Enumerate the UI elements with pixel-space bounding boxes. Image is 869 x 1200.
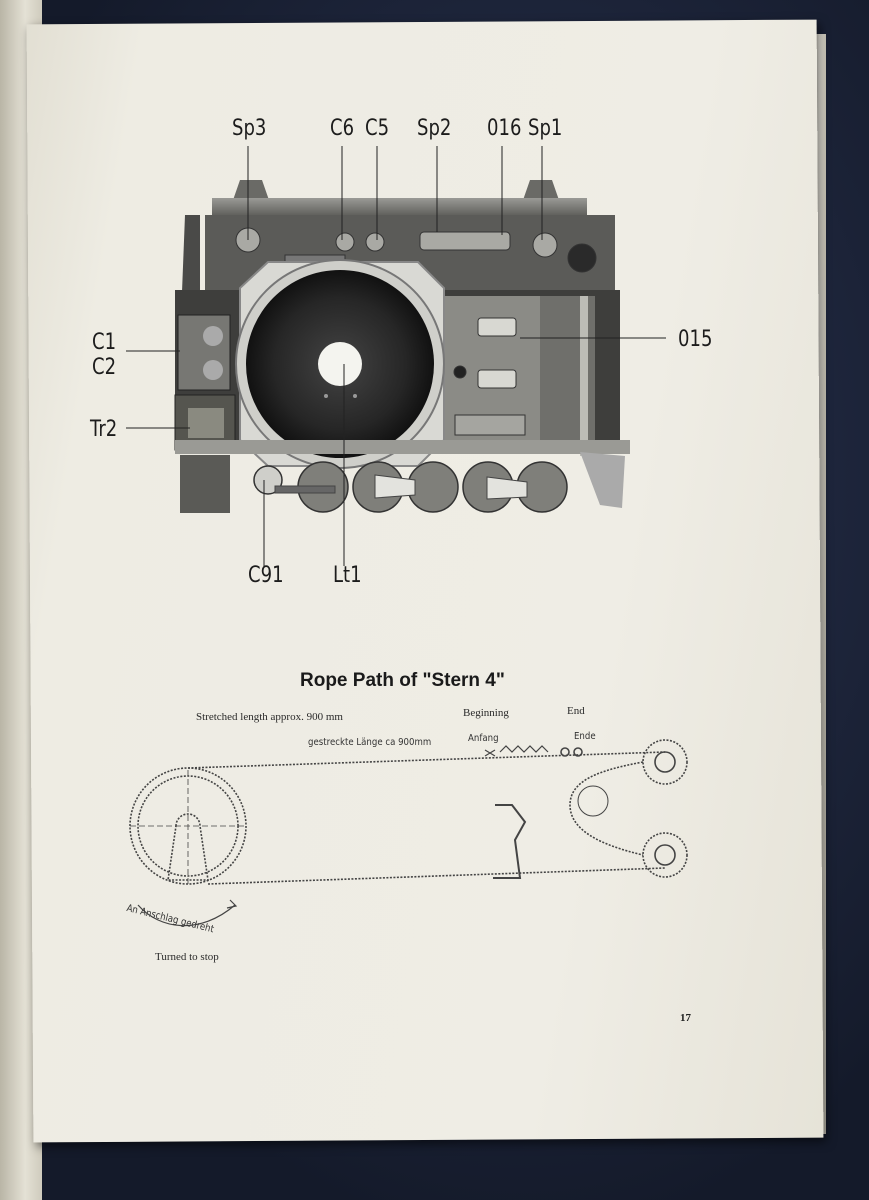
speaker-dustcap <box>318 342 362 386</box>
top-knobs <box>232 180 560 203</box>
label-c5: C5 <box>365 116 390 141</box>
left-lower-box <box>180 455 230 513</box>
beginning-de: Anfang <box>468 733 499 744</box>
label-sp3: Sp3 <box>232 116 267 141</box>
end-de: Ende <box>574 731 596 742</box>
rope-path-diagram <box>129 739 688 927</box>
right-foot <box>580 452 625 508</box>
circuit-components <box>453 317 526 436</box>
top-rail <box>212 198 587 216</box>
label-c91: C91 <box>248 563 284 588</box>
wheel-rods <box>274 474 528 500</box>
label-lt1: Lt1 <box>333 563 362 588</box>
label-c1: C1 <box>92 330 117 355</box>
label-sp1: Sp1 <box>528 116 563 141</box>
capacitor-block <box>177 314 231 391</box>
left-bracket <box>182 215 200 292</box>
stretched-length-en: Stretched length approx. 900 mm <box>196 711 343 723</box>
beginning-en: Beginning <box>463 707 509 719</box>
page-number: 17 <box>680 1012 691 1024</box>
label-tr2: Tr2 <box>90 417 118 442</box>
base-rail <box>175 440 630 454</box>
label-sp2: Sp2 <box>417 116 452 141</box>
right-rod <box>580 296 588 456</box>
turned-to-stop-en: Turned to stop <box>155 951 219 963</box>
leader-lines <box>126 146 666 566</box>
label-016: 016 <box>487 116 522 141</box>
label-c6: C6 <box>330 116 355 141</box>
label-c2: C2 <box>92 355 117 380</box>
stretched-length-de: gestreckte Länge ca 900mm <box>308 737 432 748</box>
diagram-title: Rope Path of "Stern 4" <box>300 670 505 691</box>
end-en: End <box>567 705 585 717</box>
label-015: 015 <box>678 327 713 352</box>
